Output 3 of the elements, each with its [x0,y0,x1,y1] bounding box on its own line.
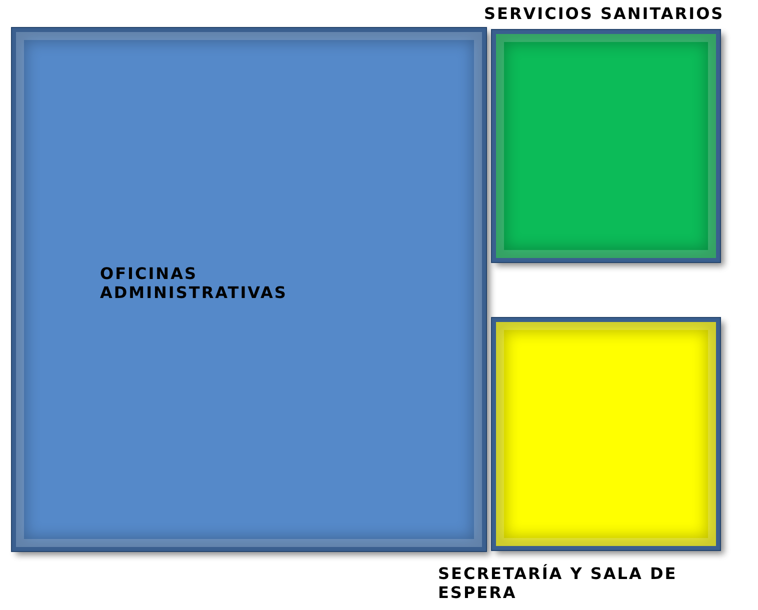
room-label: SECRETARÍA Y SALA DE ESPERA [438,564,678,602]
room-label: SERVICIOS SANITARIOS [484,4,726,23]
room-label: OFICINAS ADMINISTRATIVAS [100,264,288,302]
